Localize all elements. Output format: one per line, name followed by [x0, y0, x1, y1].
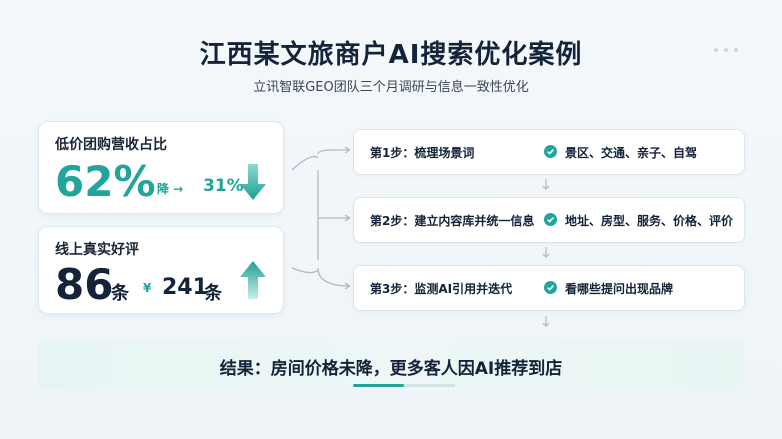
chevron-down-icon: [542, 247, 550, 258]
metric-label: 低价团购营收占比: [55, 137, 167, 153]
step-title: 第1步：梳理场景词: [370, 146, 475, 160]
step-card-1: 第1步：梳理场景词 景区、交通、亲子、自驾: [353, 129, 745, 175]
metric-value: 62%: [55, 157, 156, 206]
progress-fill: [353, 384, 404, 387]
step-card-3: 第3步：监测AI引用并迭代 看哪些提问出现品牌: [353, 265, 745, 311]
step-title: 第2步：建立内容库并统一信息: [370, 214, 535, 228]
metric-unit: 条: [111, 283, 129, 304]
arrow-down-icon: [240, 164, 266, 200]
metric-secondary-unit: 条: [204, 283, 222, 304]
metric-card-low-price-revenue: 低价团购营收占比 62% 降 → 31%: [38, 121, 284, 214]
check-icon: [544, 145, 557, 158]
metric-change-value: 31%: [203, 176, 244, 196]
decorative-dots: [714, 48, 738, 52]
page-title: 江西某文旅商户AI搜索优化案例: [199, 40, 583, 70]
flow-connector: [291, 146, 351, 290]
step-detail: 看哪些提问出现品牌: [565, 282, 674, 296]
step-title: 第3步：监测AI引用并迭代: [370, 282, 513, 296]
step-detail: 地址、房型、服务、价格、评价: [565, 214, 734, 228]
result-text: 结果：房间价格未降，更多客人因AI推荐到店: [219, 359, 563, 379]
check-icon: [544, 213, 557, 226]
chevron-down-icon: [542, 316, 550, 327]
metric-card-reviews: 线上真实好评 86 条 ¥ 241 条: [38, 226, 284, 314]
metric-change-prefix: 降 →: [157, 182, 184, 196]
step-detail: 景区、交通、亲子、自驾: [565, 146, 698, 160]
result-banner: 结果：房间价格未降，更多客人因AI推荐到店: [38, 340, 744, 390]
currency-symbol: ¥: [143, 281, 152, 295]
page-subtitle: 立讯智联GEO团队三个月调研与信息一致性优化: [253, 80, 529, 95]
metric-label: 线上真实好评: [55, 242, 139, 258]
step-card-2: 第2步：建立内容库并统一信息 地址、房型、服务、价格、评价: [353, 197, 745, 243]
metric-value: 86: [55, 260, 114, 309]
arrow-up-icon: [240, 261, 266, 299]
progress-bar: [353, 384, 455, 387]
chevron-down-icon: [542, 179, 550, 190]
metric-secondary-value: 241: [162, 275, 208, 300]
check-icon: [544, 281, 557, 294]
